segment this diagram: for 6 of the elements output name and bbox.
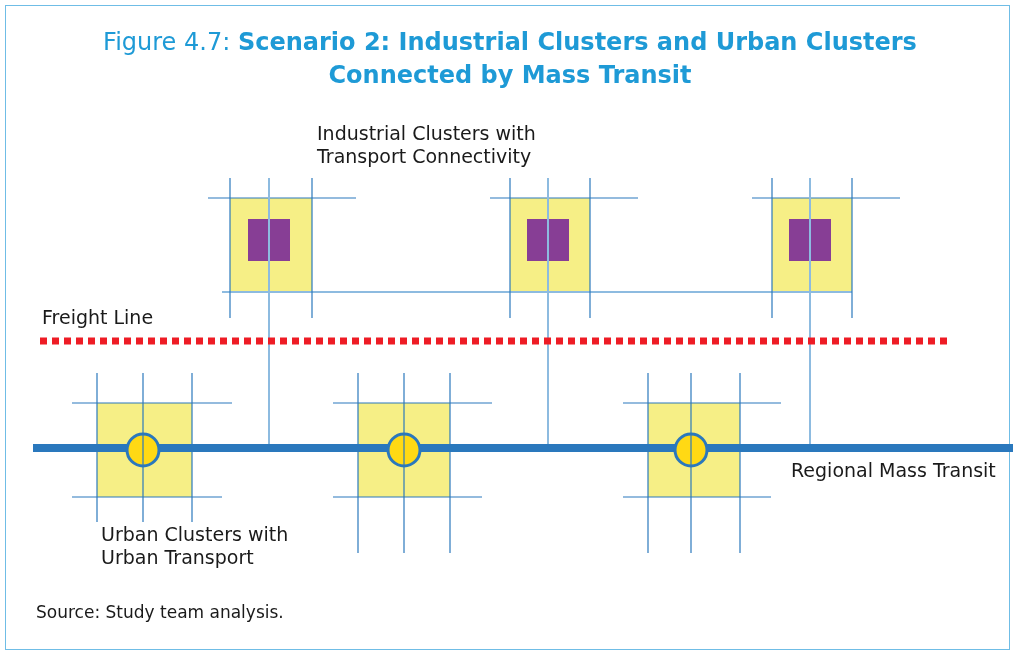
source-note: Source: Study team analysis. [36,602,284,622]
figure-title: Figure 4.7: Scenario 2: Industrial Clusters and Urban Clusters Connected by Mass Transit [102,27,918,91]
diagram-label: Freight Line [42,306,155,329]
diagram-label: Urban Clusters with Urban Transport [101,523,290,569]
diagram-label: Regional Mass Transit [791,459,997,482]
diagram-label: Industrial Clusters with Transport Connectivity [317,122,537,168]
